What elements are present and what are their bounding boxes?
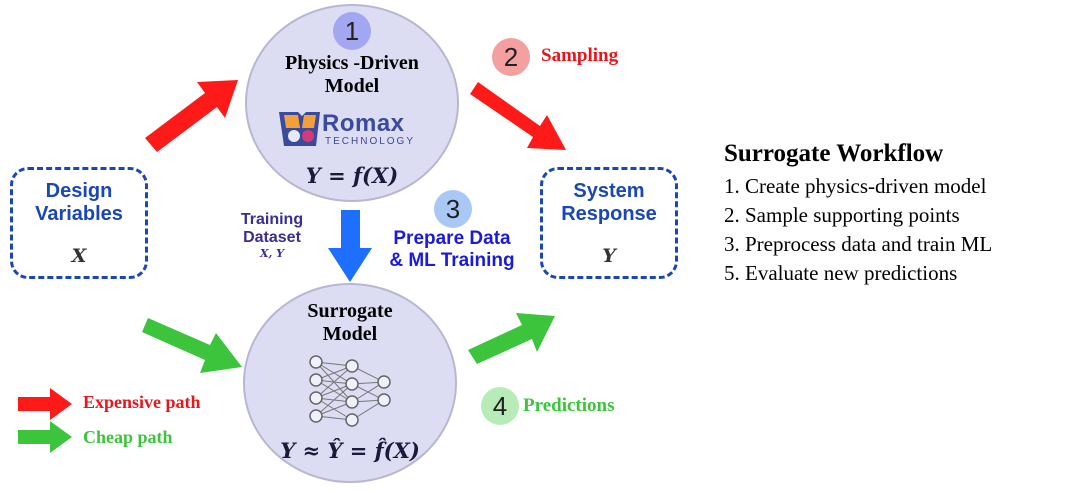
step-1-badge: 1 [333, 12, 371, 50]
training-sub: X, Y [259, 246, 285, 260]
physics-title-line2: Model [324, 75, 380, 97]
arrow-design-to-surrogate [142, 318, 242, 373]
physics-title-line1: Physics -Driven [285, 52, 419, 74]
response-line1: System [573, 180, 645, 202]
prepare-line2: & ML Training [389, 249, 515, 271]
workflow-item: 5. Evaluate new predictions [724, 261, 958, 285]
workflow-list: 1. Create physics-driven model 2. Sample … [724, 172, 1059, 288]
prepare-label: Prepare Data & ML Training [376, 228, 528, 272]
step-2-badge: 2 [492, 38, 530, 76]
training-line2: Dataset [243, 229, 301, 247]
arrow-physics-to-response [470, 82, 566, 150]
step-4-badge: 4 [481, 387, 519, 425]
design-symbol: X [71, 245, 87, 267]
system-response-label: System Response [540, 180, 678, 226]
system-response-box [540, 167, 678, 279]
workflow-item: 1. Create physics-driven model [724, 174, 987, 198]
arrow-surrogate-to-response [468, 313, 555, 364]
physics-title: Physics -Driven Model [245, 52, 459, 98]
logo-technology-text: TECHNOLOGY [325, 136, 416, 147]
prepare-line1: Prepare Data [393, 228, 511, 249]
training-line1: Training [240, 211, 304, 228]
surrogate-title-line1: Surrogate [307, 300, 393, 322]
romax-logo-icon [276, 106, 426, 152]
surrogate-title: Surrogate Model [243, 300, 457, 346]
design-line2: Variables [35, 203, 123, 225]
arrow-design-to-physics [145, 80, 238, 152]
legend-cheap-label: Cheap path [83, 427, 173, 447]
surrogate-title-line2: Model [322, 323, 378, 345]
sampling-label: Sampling [541, 45, 619, 66]
workflow-panel: Surrogate Workflow 1. Create physics-dri… [724, 140, 1059, 288]
design-variables-label: Design Variables [10, 180, 148, 226]
surrogate-equation: Y ≈ Ŷ = f̂(X) [280, 438, 420, 463]
workflow-item: 2. Sample supporting points [724, 203, 960, 227]
training-dataset-label: Training Dataset X, Y [220, 211, 324, 260]
workflow-title: Surrogate Workflow [724, 140, 944, 167]
step-3-badge: 3 [434, 190, 472, 228]
design-variables-box [10, 167, 148, 279]
design-line1: Design [45, 180, 113, 202]
legend-cheap-arrow [18, 421, 72, 453]
response-line2: Response [561, 203, 657, 225]
physics-equation: Y = f(X) [305, 163, 399, 188]
legend-expensive-arrow [18, 388, 72, 420]
workflow-item: 3. Preprocess data and train ML [724, 232, 993, 256]
neural-network-icon [306, 352, 398, 430]
logo-romax-text: Romax [322, 110, 405, 137]
predictions-label: Predictions [523, 395, 615, 416]
arrow-training-down [328, 210, 372, 282]
legend-expensive-label: Expensive path [83, 392, 201, 412]
response-symbol: Y [602, 245, 616, 267]
